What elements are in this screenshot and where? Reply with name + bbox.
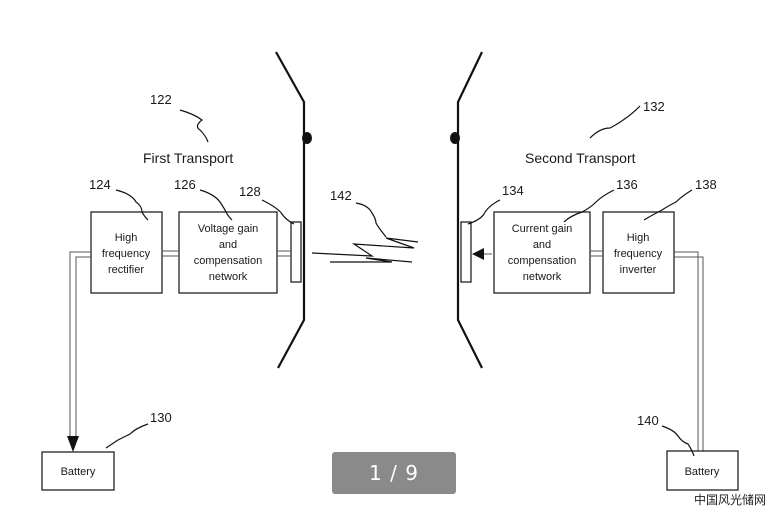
current-network-block bbox=[493, 211, 591, 294]
leader-138 bbox=[643, 189, 693, 221]
voltage-network-block bbox=[178, 211, 278, 294]
voltage-network-line-2: and bbox=[219, 239, 237, 251]
ref-126: 126 bbox=[174, 177, 196, 192]
second-transport-bump bbox=[450, 132, 460, 144]
current-network-line-3: compensation bbox=[508, 255, 577, 267]
site-watermark: 中国风光储网 bbox=[693, 493, 766, 507]
leader-136 bbox=[563, 189, 615, 223]
second-transport-hull bbox=[456, 51, 483, 369]
current-network-line-2: and bbox=[533, 239, 551, 251]
voltage-network-line-1: Voltage gain bbox=[198, 223, 259, 235]
wireless-link bbox=[311, 237, 419, 257]
leader-130 bbox=[105, 423, 149, 449]
wire-inverter-battery bbox=[674, 251, 699, 451]
battery-left-box bbox=[41, 451, 115, 491]
leader-132 bbox=[589, 105, 641, 139]
first-transport-bump bbox=[302, 132, 312, 144]
battery-left-label: Battery bbox=[61, 466, 96, 478]
first-transport-hull bbox=[275, 51, 306, 369]
ref-130: 130 bbox=[150, 410, 172, 425]
wireless-link-2 bbox=[330, 257, 413, 263]
leader-124 bbox=[115, 189, 149, 221]
ref-136: 136 bbox=[616, 177, 638, 192]
rectifier-block bbox=[90, 211, 163, 294]
inverter-line-1: High bbox=[627, 232, 650, 244]
ref-124: 124 bbox=[89, 177, 111, 192]
wire-rectifier-battery bbox=[69, 251, 91, 438]
ref-138: 138 bbox=[695, 177, 717, 192]
arrow-to-battery-head bbox=[67, 436, 79, 452]
leader-134 bbox=[467, 199, 501, 225]
ref-128: 128 bbox=[239, 184, 261, 199]
leader-142 bbox=[355, 202, 387, 238]
leader-128 bbox=[261, 199, 295, 225]
voltage-network-line-4: network bbox=[209, 271, 248, 283]
rectifier-line-3: rectifier bbox=[108, 264, 144, 276]
inverter-line-2: frequency bbox=[614, 248, 663, 260]
inverter-text: High frequency inverter bbox=[614, 232, 663, 276]
transmitter-coil-134 bbox=[460, 221, 472, 283]
battery-right-box bbox=[666, 450, 739, 491]
ref-140: 140 bbox=[637, 413, 659, 428]
page-counter: 1 / 9 bbox=[332, 452, 456, 494]
leader-140 bbox=[661, 425, 695, 457]
rectifier-text: High frequency rectifier bbox=[102, 232, 151, 276]
first-transport-label: First Transport bbox=[143, 150, 233, 166]
current-network-line-1: Current gain bbox=[512, 223, 573, 235]
battery-right-label: Battery bbox=[685, 466, 720, 478]
current-network-text: Current gain and compensation network bbox=[508, 223, 577, 283]
ref-132: 132 bbox=[643, 99, 665, 114]
inverter-line-3: inverter bbox=[620, 264, 657, 276]
ref-122: 122 bbox=[150, 92, 172, 107]
rectifier-line-2: frequency bbox=[102, 248, 151, 260]
wire-inverter-battery-2 bbox=[674, 256, 704, 451]
leader-122 bbox=[179, 109, 209, 143]
wire-rectifier-battery-2 bbox=[75, 256, 91, 438]
receiver-coil-128 bbox=[290, 221, 302, 283]
ref-134: 134 bbox=[502, 183, 524, 198]
ref-142: 142 bbox=[330, 188, 352, 203]
voltage-network-text: Voltage gain and compensation network bbox=[194, 223, 263, 283]
leader-126 bbox=[199, 189, 233, 221]
second-transport-label: Second Transport bbox=[525, 150, 636, 166]
arrow-to-coil-head bbox=[472, 248, 484, 260]
rectifier-line-1: High bbox=[115, 232, 138, 244]
current-network-line-4: network bbox=[523, 271, 562, 283]
voltage-network-line-3: compensation bbox=[194, 255, 263, 267]
